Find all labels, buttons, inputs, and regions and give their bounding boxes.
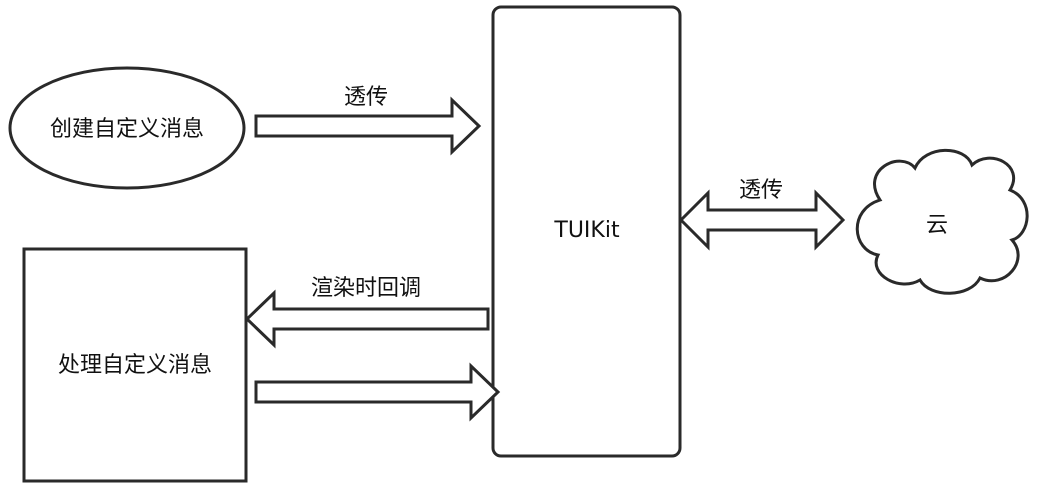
arrow-bidirectional-shape [678,189,846,251]
arrow-right-shape [254,96,482,156]
handle-message-label: 处理自定义消息 [58,353,212,378]
arrow-create-to-tuikit: 透传 [254,85,482,156]
arrow-handle-to-tuikit [254,362,501,422]
create-message-label: 创建自定义消息 [50,117,204,142]
tuikit-label: TUIKit [553,218,620,243]
create-message-ellipse [8,66,246,190]
arrow-right-shape [254,362,501,422]
arrow-left-shape [244,289,490,349]
handle-message-node: 处理自定义消息 [22,247,248,483]
edge-label-passthrough-cloud: 透传 [739,178,783,203]
tuikit-node: TUIKit [491,5,682,458]
arrow-tuikit-cloud: 透传 [678,178,846,251]
arrow-tuikit-to-handle: 渲染时回调 [244,276,490,349]
edge-label-render-callback: 渲染时回调 [311,276,421,301]
tuikit-box [491,5,682,458]
handle-message-box [22,247,248,483]
cloud-shape [855,148,1029,295]
cloud-node: 云 [855,148,1029,295]
create-message-node: 创建自定义消息 [8,66,246,190]
cloud-label: 云 [926,213,948,238]
edge-label-passthrough-top: 透传 [344,85,388,110]
